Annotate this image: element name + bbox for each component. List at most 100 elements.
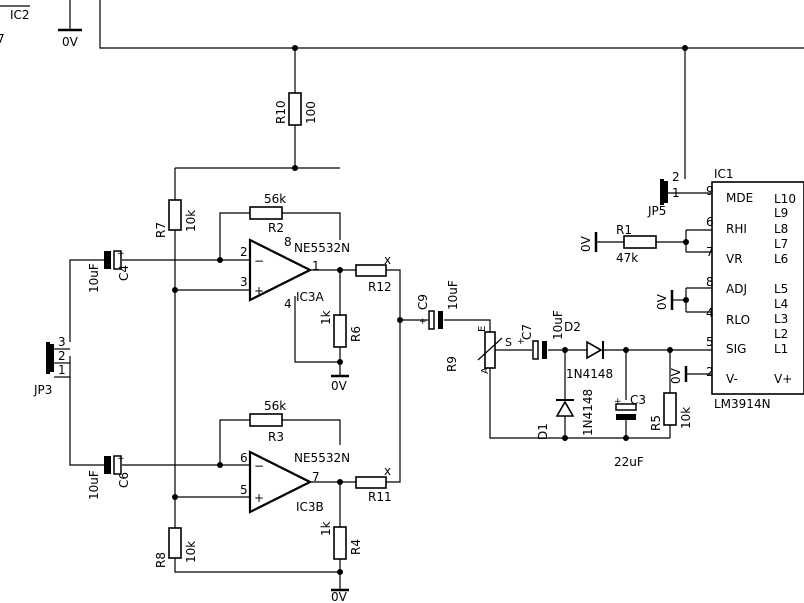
ic1-pin-label: V- xyxy=(726,372,738,386)
r7-value: 10k xyxy=(184,210,198,232)
ic2-label: IC2 xyxy=(10,8,30,22)
jumper-jp3: 3 2 1 JP3 xyxy=(33,335,70,397)
capacitor-c9: + C9 10uF xyxy=(416,280,460,330)
ic1-output-label: L7 xyxy=(774,237,788,251)
ic3a-pin-8: 8 xyxy=(284,235,292,249)
ic3a-pin-3: 3 xyxy=(240,275,248,289)
ground-symbol-r6: 0V xyxy=(331,374,349,393)
ic1-output-label: L5 xyxy=(774,282,788,296)
ic1-output-label: L3 xyxy=(774,312,788,326)
d1-type: 1N4148 xyxy=(581,389,595,436)
ic3a-plus: + xyxy=(254,284,264,298)
r9-s-mark: S xyxy=(505,336,512,349)
c9-name: C9 xyxy=(416,294,430,310)
wires xyxy=(69,0,804,590)
jp5-pin-2: 2 xyxy=(672,170,680,184)
junction-dots xyxy=(172,45,689,575)
ground-symbol-adj: 0V xyxy=(655,290,674,310)
ic1-output-label: V+ xyxy=(774,372,792,386)
capacitor-c4: + 10uF C4 xyxy=(87,249,131,293)
c3-plus: + xyxy=(614,397,622,407)
r12-name: R12 xyxy=(368,280,392,294)
ic3a-type: NE5532N xyxy=(294,241,350,255)
c4-plus: + xyxy=(117,249,125,259)
ic2-fragment: IC2 7 xyxy=(0,5,30,46)
ic3b-type: NE5532N xyxy=(294,451,350,465)
resistor-r4: 1k R4 xyxy=(319,521,363,560)
ground-label-r4: 0V xyxy=(331,590,348,603)
resistor-r10: R10 100 xyxy=(274,92,318,126)
ic1-pin-number: 9 xyxy=(706,184,714,198)
ic1-pin-number: 2 xyxy=(706,365,714,379)
ic3a-minus: − xyxy=(254,254,264,268)
ic1-output-label: L6 xyxy=(774,252,788,266)
ic1-output-label: L9 xyxy=(774,206,788,220)
ground-symbol-r1: 0V xyxy=(579,232,598,252)
r1-value: 47k xyxy=(616,251,638,265)
ground-label-top: 0V xyxy=(62,35,79,49)
ic1-pin-label: SIG xyxy=(726,342,746,356)
r12-x-mark: x xyxy=(384,253,391,267)
c6-name: C6 xyxy=(117,472,131,488)
jp3-pin-1: 1 xyxy=(58,363,66,377)
c3-name: C3 xyxy=(630,393,646,407)
r3-name: R3 xyxy=(268,430,284,444)
jp5-pin-1: 1 xyxy=(672,186,680,200)
r5-value: 10k xyxy=(679,407,693,429)
r6-value: 1k xyxy=(319,310,333,325)
c4-name: C4 xyxy=(117,265,131,281)
c7-value: 10uF xyxy=(551,310,565,340)
r2-name: R2 xyxy=(268,221,284,235)
c9-value: 10uF xyxy=(446,280,460,310)
r10-value: 100 xyxy=(304,101,318,124)
ground-label-r6: 0V xyxy=(331,379,348,393)
ic1-pin-label: ADJ xyxy=(726,282,747,296)
c7-name: C7 xyxy=(520,324,534,340)
ic3b-name: IC3B xyxy=(296,500,324,514)
jp5-name: JP5 xyxy=(647,204,666,218)
resistor-r5: R5 10k xyxy=(649,392,693,431)
ic1-output-label: L10 xyxy=(774,192,796,206)
c3-value: 22uF xyxy=(614,455,644,469)
jp3-pin-3: 3 xyxy=(58,335,66,349)
d2-name: D2 xyxy=(564,320,581,334)
c6-plus: + xyxy=(117,454,125,464)
r9-name: R9 xyxy=(445,356,459,372)
d1-name: D1 xyxy=(536,423,550,440)
r9-e-mark: E xyxy=(477,326,488,332)
capacitor-c6: + 10uF C6 xyxy=(87,454,131,500)
ic3a-name: IC3A xyxy=(296,290,325,304)
resistor-r8: R8 10k xyxy=(154,527,198,568)
ic1-pin-number: 5 xyxy=(706,335,714,349)
resistor-r3: 56k R3 xyxy=(249,399,286,444)
ic1-output-label: L4 xyxy=(774,297,788,311)
ground-label-r1: 0V xyxy=(579,235,593,252)
c4-value: 10uF xyxy=(87,263,101,293)
ground-label-adj: 0V xyxy=(655,293,669,310)
ic3a-pin-1: 1 xyxy=(312,259,320,273)
ic3a-pin-4: 4 xyxy=(284,297,292,311)
ic1-name: IC1 xyxy=(714,167,734,181)
c9-plus: + xyxy=(419,317,427,327)
ic3b-plus: + xyxy=(254,491,264,505)
ground-symbol-r5: 0V xyxy=(669,366,688,384)
resistor-r12: x R12 xyxy=(355,253,392,294)
ic1-pin-label: RLO xyxy=(726,313,750,327)
resistor-r1: R1 47k xyxy=(616,223,657,265)
d2-type: 1N4148 xyxy=(566,367,613,381)
resistor-r6: 1k R6 xyxy=(319,310,363,348)
trimmer-r9: E A S R9 xyxy=(445,326,512,374)
jp3-name: JP3 xyxy=(33,383,52,397)
ic1-type: LM3914N xyxy=(714,397,771,411)
ic1-pin-label: RHI xyxy=(726,222,747,236)
r4-value: 1k xyxy=(319,521,333,536)
r5-name: R5 xyxy=(649,415,663,431)
ic1-pin-label: MDE xyxy=(726,191,753,205)
r7-name: R7 xyxy=(154,222,168,238)
jumper-jp5: 2 1 JP5 xyxy=(647,170,685,218)
ground-symbol-top: 0V xyxy=(58,28,82,49)
